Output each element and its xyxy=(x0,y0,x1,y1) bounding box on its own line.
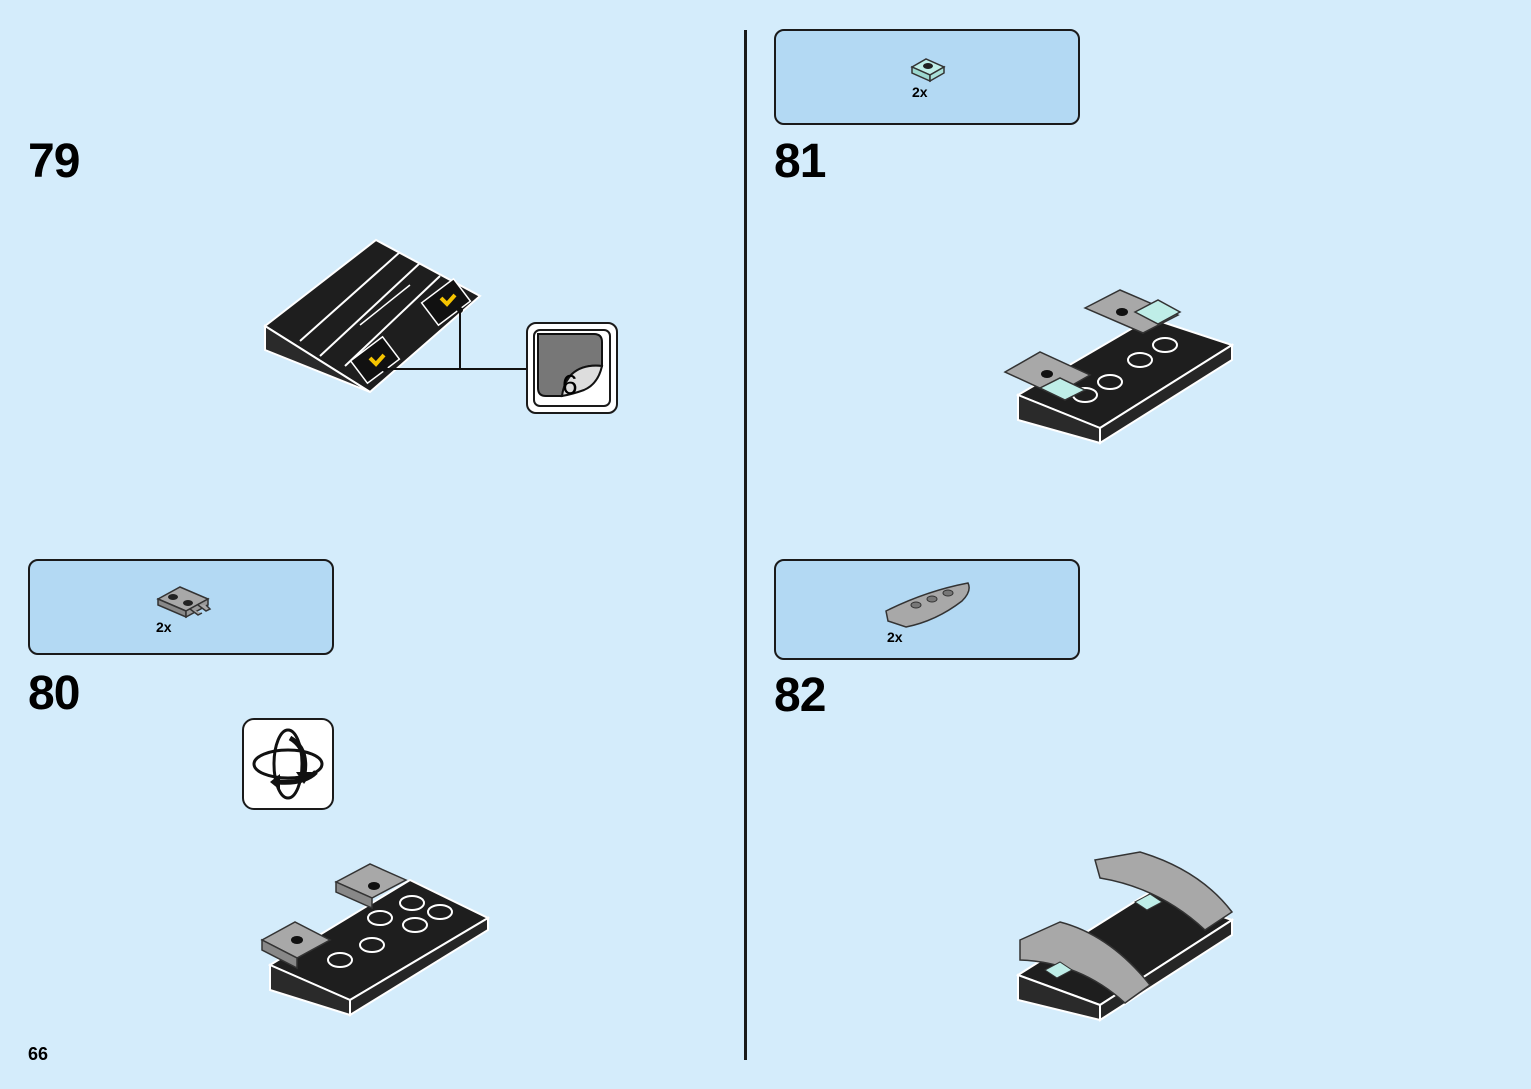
transparent-tile-icon xyxy=(910,58,946,83)
step-number-81: 81 xyxy=(774,135,826,188)
step-number-80: 80 xyxy=(28,667,80,720)
step-81-parts-box: 2x xyxy=(774,29,1080,125)
step-80-parts-box: 2x xyxy=(28,559,334,655)
step-79-model xyxy=(263,238,528,394)
step-number-82: 82 xyxy=(774,669,826,722)
step-82-model xyxy=(1015,851,1235,1022)
sticker-sheet-icon xyxy=(537,333,604,398)
step-80-model xyxy=(260,863,491,1017)
sticker-sheet-number: 6 xyxy=(562,369,578,400)
step-81-model xyxy=(1003,289,1235,445)
step-80-part-quantity: 2x xyxy=(156,619,172,635)
rotate-icon xyxy=(252,728,324,800)
step-number-79: 79 xyxy=(28,135,80,188)
page-number: 66 xyxy=(28,1044,49,1064)
rotate-model-callout xyxy=(242,718,334,810)
step-81-part-quantity: 2x xyxy=(912,84,928,100)
step-82-part-quantity: 2x xyxy=(887,629,903,645)
plate-with-clips-icon xyxy=(156,586,212,619)
step-82-parts-box: 2x xyxy=(774,559,1080,660)
page-divider xyxy=(744,30,747,1060)
sticker-callout: 6 xyxy=(526,322,618,414)
curved-slope-icon xyxy=(885,582,970,628)
